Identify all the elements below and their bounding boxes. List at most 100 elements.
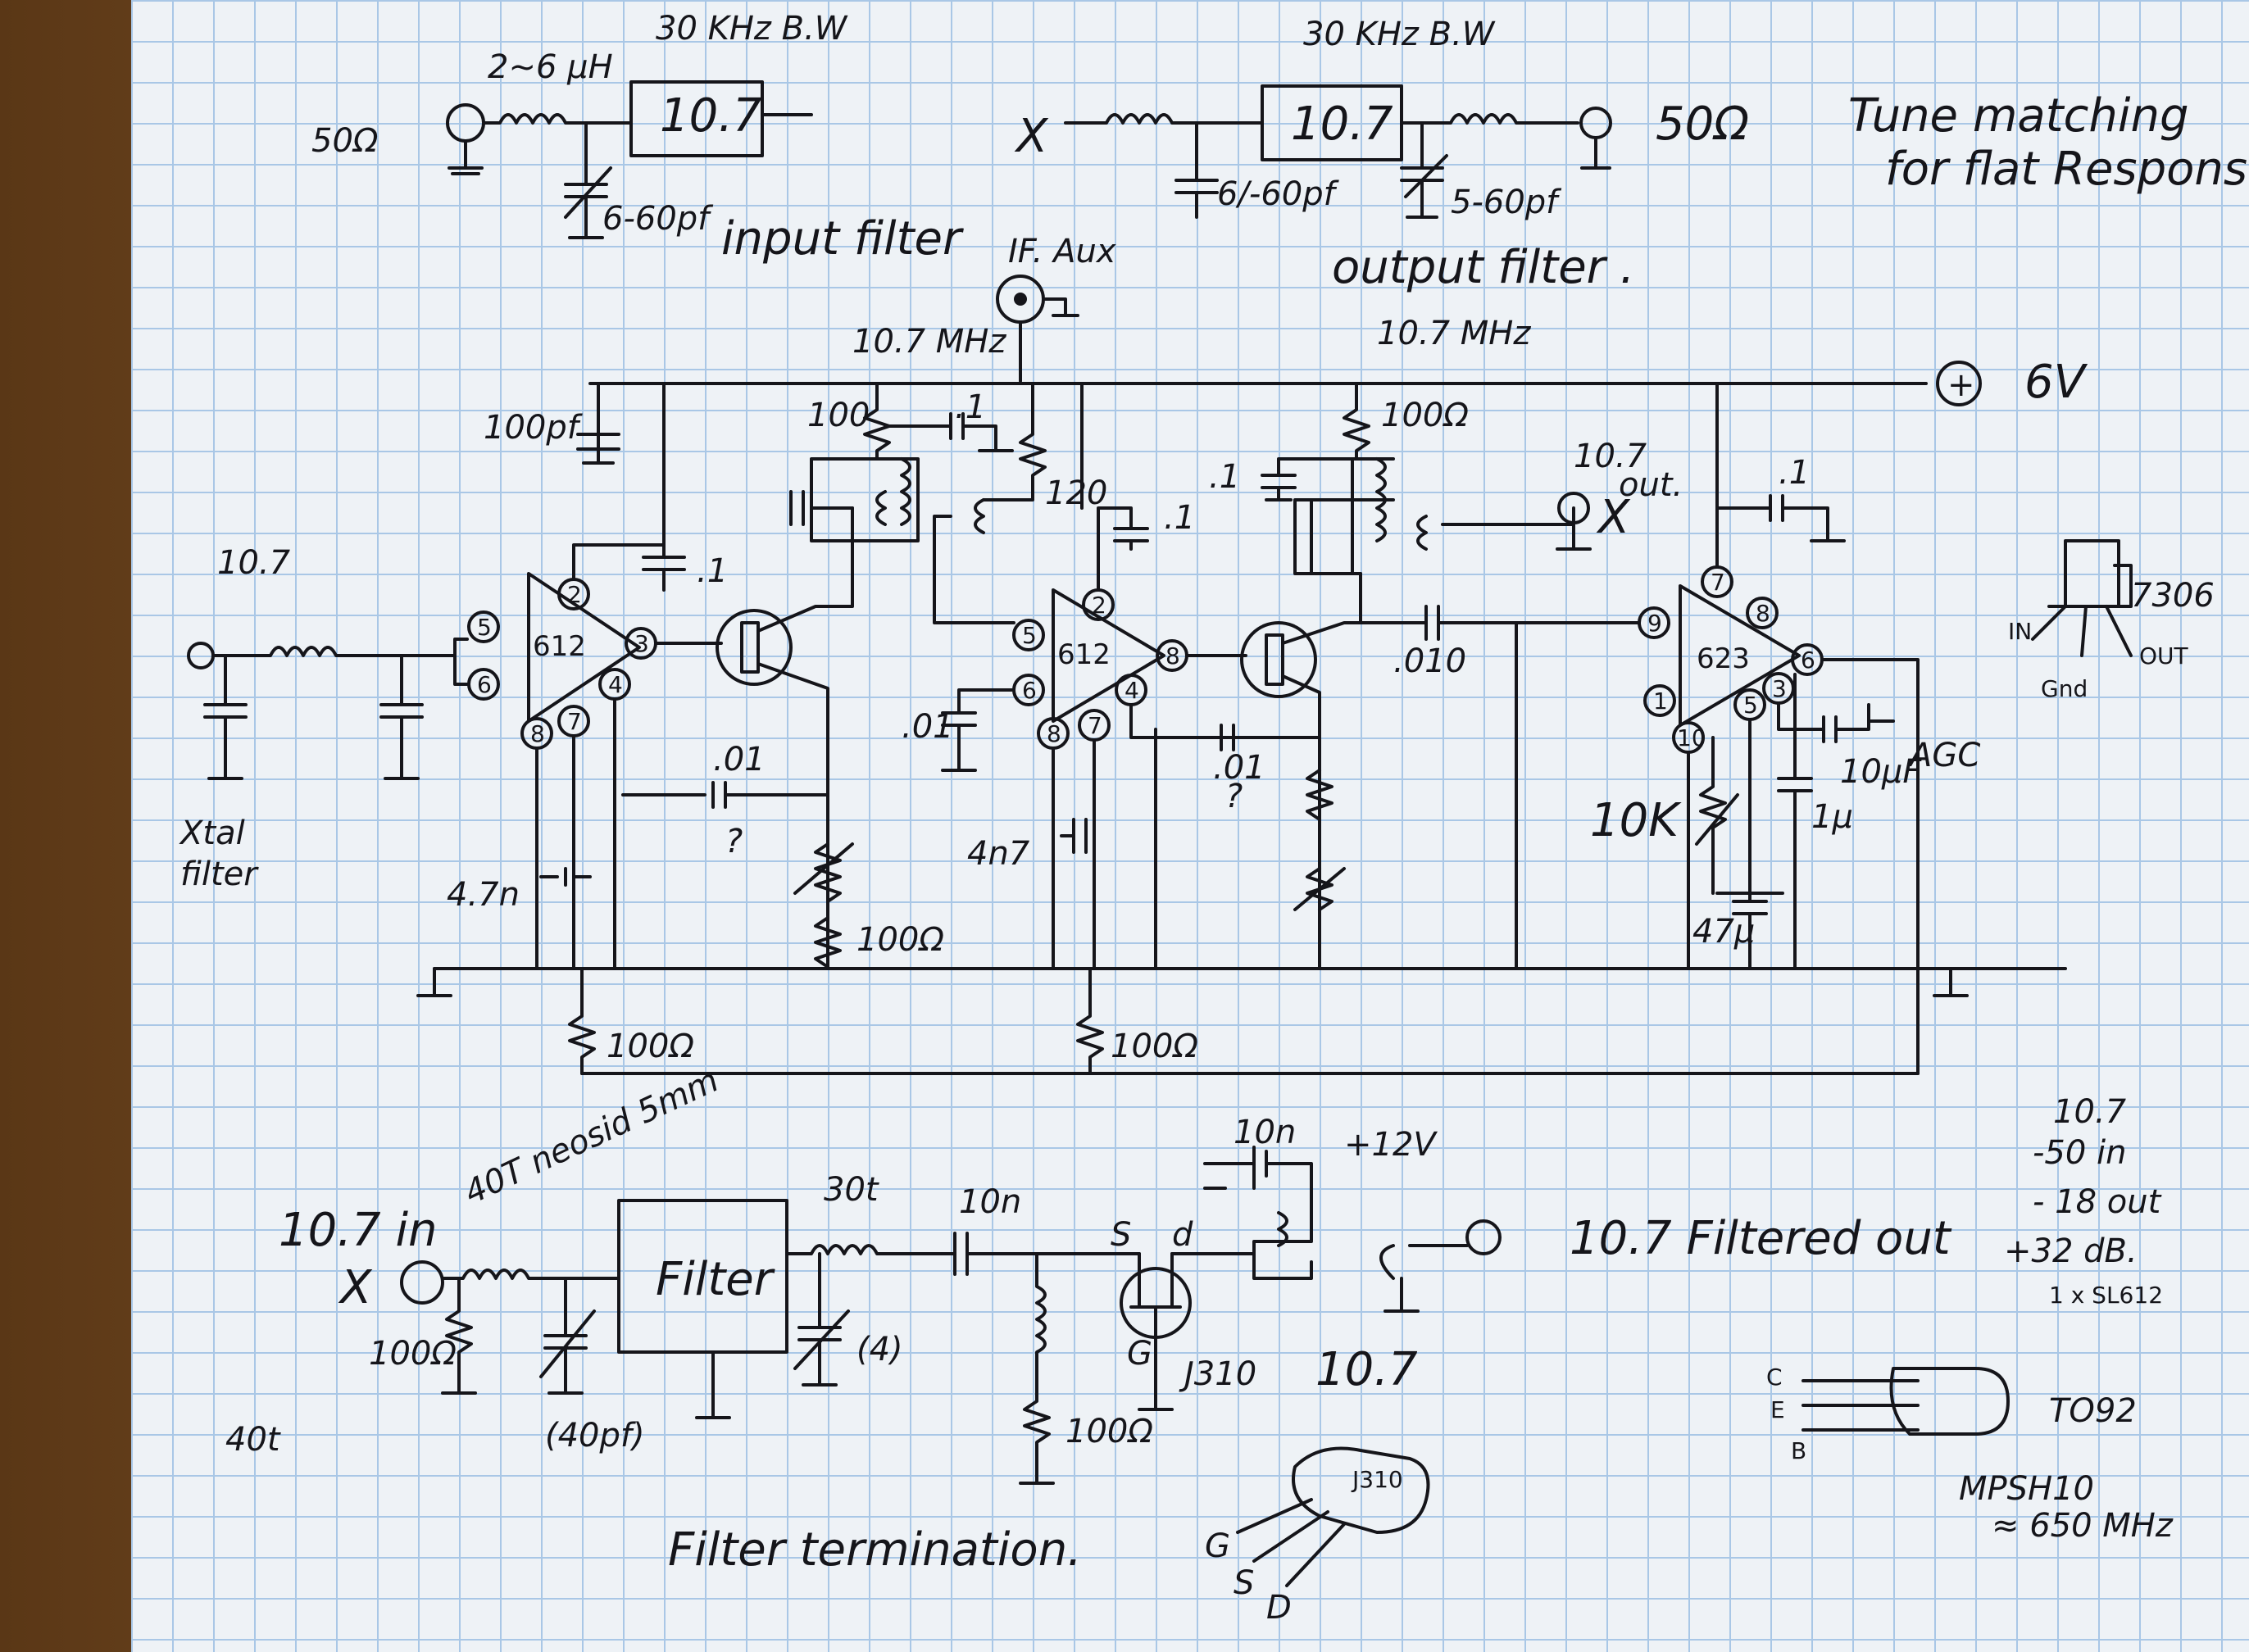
svg-text:7: 7 bbox=[567, 708, 582, 735]
capacitor-icon bbox=[941, 688, 1015, 772]
level-note-5: 1 x SL612 bbox=[2049, 1282, 2163, 1309]
emitter-resistors: 100Ω 100Ω bbox=[568, 967, 1198, 1075]
turns-note: 40t bbox=[225, 1421, 281, 1459]
svg-text:6: 6 bbox=[1801, 647, 1815, 674]
out-x: X bbox=[1596, 491, 1631, 544]
svg-text:5: 5 bbox=[1743, 692, 1758, 719]
resistor-icon bbox=[568, 967, 596, 1075]
input-filter-inductor-value: 2~6 µH bbox=[488, 48, 613, 86]
ic1-label: 612 bbox=[533, 630, 586, 663]
l2-turns: 30t bbox=[824, 1171, 879, 1209]
ground-icon bbox=[1933, 967, 1969, 997]
resistor-icon bbox=[1076, 967, 1104, 1075]
capacitor-icon bbox=[1211, 724, 1321, 751]
output-trimmer-value: 5-60pf bbox=[1451, 184, 1562, 221]
ft-label: ≈ 650 MHz bbox=[1992, 1507, 2174, 1545]
part-label: MPSH10 bbox=[1959, 1470, 2094, 1508]
svg-text:8: 8 bbox=[1756, 600, 1770, 627]
svg-text:6: 6 bbox=[1022, 677, 1037, 704]
svg-text:3: 3 bbox=[634, 630, 649, 657]
inductor-icon bbox=[785, 1244, 944, 1255]
inductor-resistor-icon bbox=[1019, 1252, 1055, 1485]
res-100-pot: 100Ω bbox=[856, 921, 944, 959]
output-filter-block-label: 10.7 bbox=[1291, 98, 1393, 151]
bottom-x: X bbox=[338, 1261, 373, 1314]
filter-block bbox=[617, 1199, 788, 1354]
svg-text:4: 4 bbox=[1124, 677, 1139, 704]
output-filter-input-x: X bbox=[1014, 110, 1049, 163]
regulator-package-icon bbox=[2047, 539, 2133, 608]
package-label: TO92 bbox=[2049, 1392, 2137, 1430]
ground-icon bbox=[416, 967, 452, 997]
q2-stage: .01 ? .010 100Ω .1 10.7 out. X bbox=[1209, 382, 1683, 970]
svg-text:8: 8 bbox=[1165, 642, 1180, 669]
svg-text:3: 3 bbox=[1772, 675, 1787, 702]
ground-icon bbox=[695, 1350, 731, 1419]
tune-note-line-1: Tune matching bbox=[1848, 89, 2189, 143]
res-100-bottom-1: 100Ω bbox=[607, 1028, 694, 1065]
capacitor-icon bbox=[203, 654, 248, 780]
resistor-icon bbox=[441, 1277, 477, 1395]
xtal-caption-1: Xtal bbox=[179, 815, 245, 852]
supply-voltage: 6V bbox=[2024, 356, 2088, 409]
side-notes: 7306 IN OUT Gnd 10.7 -50 in - 18 out +32… bbox=[2004, 539, 2215, 1309]
input-connector-icon bbox=[446, 103, 485, 143]
if-aux-connector: IF. Aux 10.7 MHz bbox=[852, 233, 1116, 383]
agc-label: AGC bbox=[1907, 737, 1980, 774]
capacitor-icon bbox=[621, 781, 829, 809]
cap-4-7n: 4.7n bbox=[447, 876, 520, 914]
cap-10n-b: 10n bbox=[1234, 1114, 1296, 1151]
resistor-icon bbox=[1687, 736, 1727, 970]
transistor-icon bbox=[1240, 621, 1317, 698]
input-filter-caption: input filter bbox=[721, 212, 964, 266]
capacitor-icon bbox=[576, 382, 620, 465]
svg-text:5: 5 bbox=[1022, 622, 1037, 649]
ic2-amplifier-icon bbox=[1052, 588, 1165, 723]
cap-001-c: .01 bbox=[1213, 749, 1265, 787]
input-connector-icon bbox=[400, 1260, 444, 1305]
if-aux-label: IF. Aux bbox=[1008, 233, 1116, 270]
trimmer-capacitor-icon bbox=[1400, 121, 1444, 219]
output-filter-impedance: 50Ω bbox=[1656, 98, 1749, 151]
capacitor-icon bbox=[642, 543, 686, 592]
bottom-100-ohm: 100Ω bbox=[1065, 1413, 1153, 1450]
input-filter: 30 KHz B.W 2~6 µH 50Ω 10.7 6-60pf input … bbox=[311, 10, 964, 266]
regulator-gnd: Gnd bbox=[2041, 675, 2088, 702]
bottom-in-label: 10.7 in bbox=[279, 1204, 438, 1257]
capacitor-icon bbox=[1203, 1146, 1313, 1214]
out-label-1: 10.7 bbox=[1574, 438, 1647, 475]
transistor-pinout: C E B TO92 MPSH10 ≈ 650 MHz bbox=[1766, 1364, 2174, 1545]
input-filter-bandwidth: 30 KHz B.W bbox=[656, 10, 848, 48]
ground-icon bbox=[1580, 136, 1611, 170]
xtal-frequency: 10.7 bbox=[217, 544, 291, 582]
svg-text:2: 2 bbox=[1092, 592, 1106, 619]
ground-icon bbox=[1556, 521, 1592, 551]
q1-stage: .01 ? 100Ω 100 .1 120 bbox=[621, 382, 1107, 970]
ic1-stage: 612 5 6 2 3 4 8 7 100pf .1 4.7n bbox=[447, 382, 728, 970]
input-trimmer-value: 6-60pf bbox=[602, 200, 714, 238]
capacitor-icon bbox=[1777, 673, 1813, 970]
cap-01-c: .1 bbox=[1164, 499, 1195, 537]
power-rails: + 6V bbox=[416, 356, 2088, 1075]
filter-termination-caption: Filter termination. bbox=[668, 1523, 1082, 1577]
input-resistor-value: 100Ω bbox=[369, 1335, 457, 1373]
level-note-1: 10.7 bbox=[2053, 1093, 2127, 1131]
level-note-4: +32 dB. bbox=[2004, 1232, 2138, 1270]
output-filter-bandwidth: 30 KHz B.W bbox=[1303, 16, 1496, 53]
ic3-label: 623 bbox=[1697, 642, 1750, 675]
inductor-note: 40T neosid 5mm bbox=[459, 1061, 725, 1212]
cap-47u: 47µ bbox=[1692, 913, 1755, 951]
capacitor-icon bbox=[1359, 605, 1641, 970]
input-connector-icon bbox=[187, 642, 215, 669]
inductor-icon bbox=[1064, 113, 1264, 125]
cap-01-b: .1 bbox=[955, 388, 986, 426]
j310-pinout: J310 G S D bbox=[1205, 1446, 1430, 1627]
resistor-icon bbox=[814, 916, 842, 969]
svg-text:10: 10 bbox=[1677, 724, 1706, 751]
svg-text:8: 8 bbox=[530, 720, 545, 747]
capacitor-icon bbox=[379, 654, 424, 780]
svg-text:4: 4 bbox=[608, 671, 623, 698]
bottom-supply: +12V bbox=[1344, 1126, 1438, 1164]
output-cap-value: 6/-60pf bbox=[1217, 175, 1340, 213]
